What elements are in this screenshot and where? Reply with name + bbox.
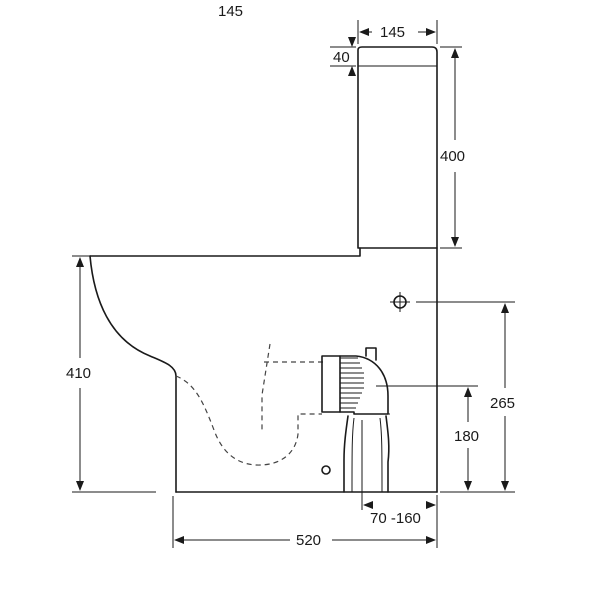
downpipe-right — [385, 415, 390, 493]
crop-mask — [195, 0, 255, 6]
dim-label-lid-height: 40 — [333, 49, 350, 66]
dim-label-pan-height: 410 — [66, 365, 91, 382]
dim-label-outlet-height: 180 — [454, 428, 479, 445]
dim-cistern-height: 400 — [440, 46, 465, 249]
pan-connector — [321, 347, 390, 510]
dim-outlet-height: 180 — [376, 385, 479, 491]
dim-cistern-depth: 145 — [357, 20, 438, 44]
dim-label-cistern-height: 400 — [440, 148, 465, 165]
fixing-hole — [321, 465, 331, 475]
dim-pan-height: 410 — [66, 255, 156, 493]
dim-inlet-height: 265 — [416, 301, 515, 493]
inlet-crosshair — [390, 292, 410, 312]
dim-overall-depth: 520 — [172, 496, 438, 549]
dim-label-overall-depth: 520 — [296, 532, 321, 549]
dim-label-cistern-depth: 145 — [380, 24, 405, 41]
downpipe-inner-left — [351, 417, 355, 493]
pan-top-rim — [89, 247, 438, 493]
connector-ribs — [340, 357, 364, 409]
hidden-trapway — [175, 343, 322, 466]
cropped-top-label: 145 — [218, 3, 243, 20]
dim-label-outlet-offset: 70 -160 — [370, 510, 421, 527]
downpipe-inner-right — [379, 417, 383, 493]
connector-collar — [321, 355, 341, 413]
cistern — [357, 46, 438, 249]
elbow-outer — [339, 355, 389, 415]
cistern-body — [357, 46, 438, 249]
pan — [89, 247, 438, 493]
dim-lid-height: 40 — [330, 37, 356, 76]
downpipe-left — [343, 415, 349, 493]
dim-outlet-offset: 70 -160 — [363, 495, 438, 527]
dim-label-inlet-height: 265 — [490, 395, 515, 412]
pan-front-profile — [89, 255, 177, 493]
vent-stub — [365, 347, 377, 361]
